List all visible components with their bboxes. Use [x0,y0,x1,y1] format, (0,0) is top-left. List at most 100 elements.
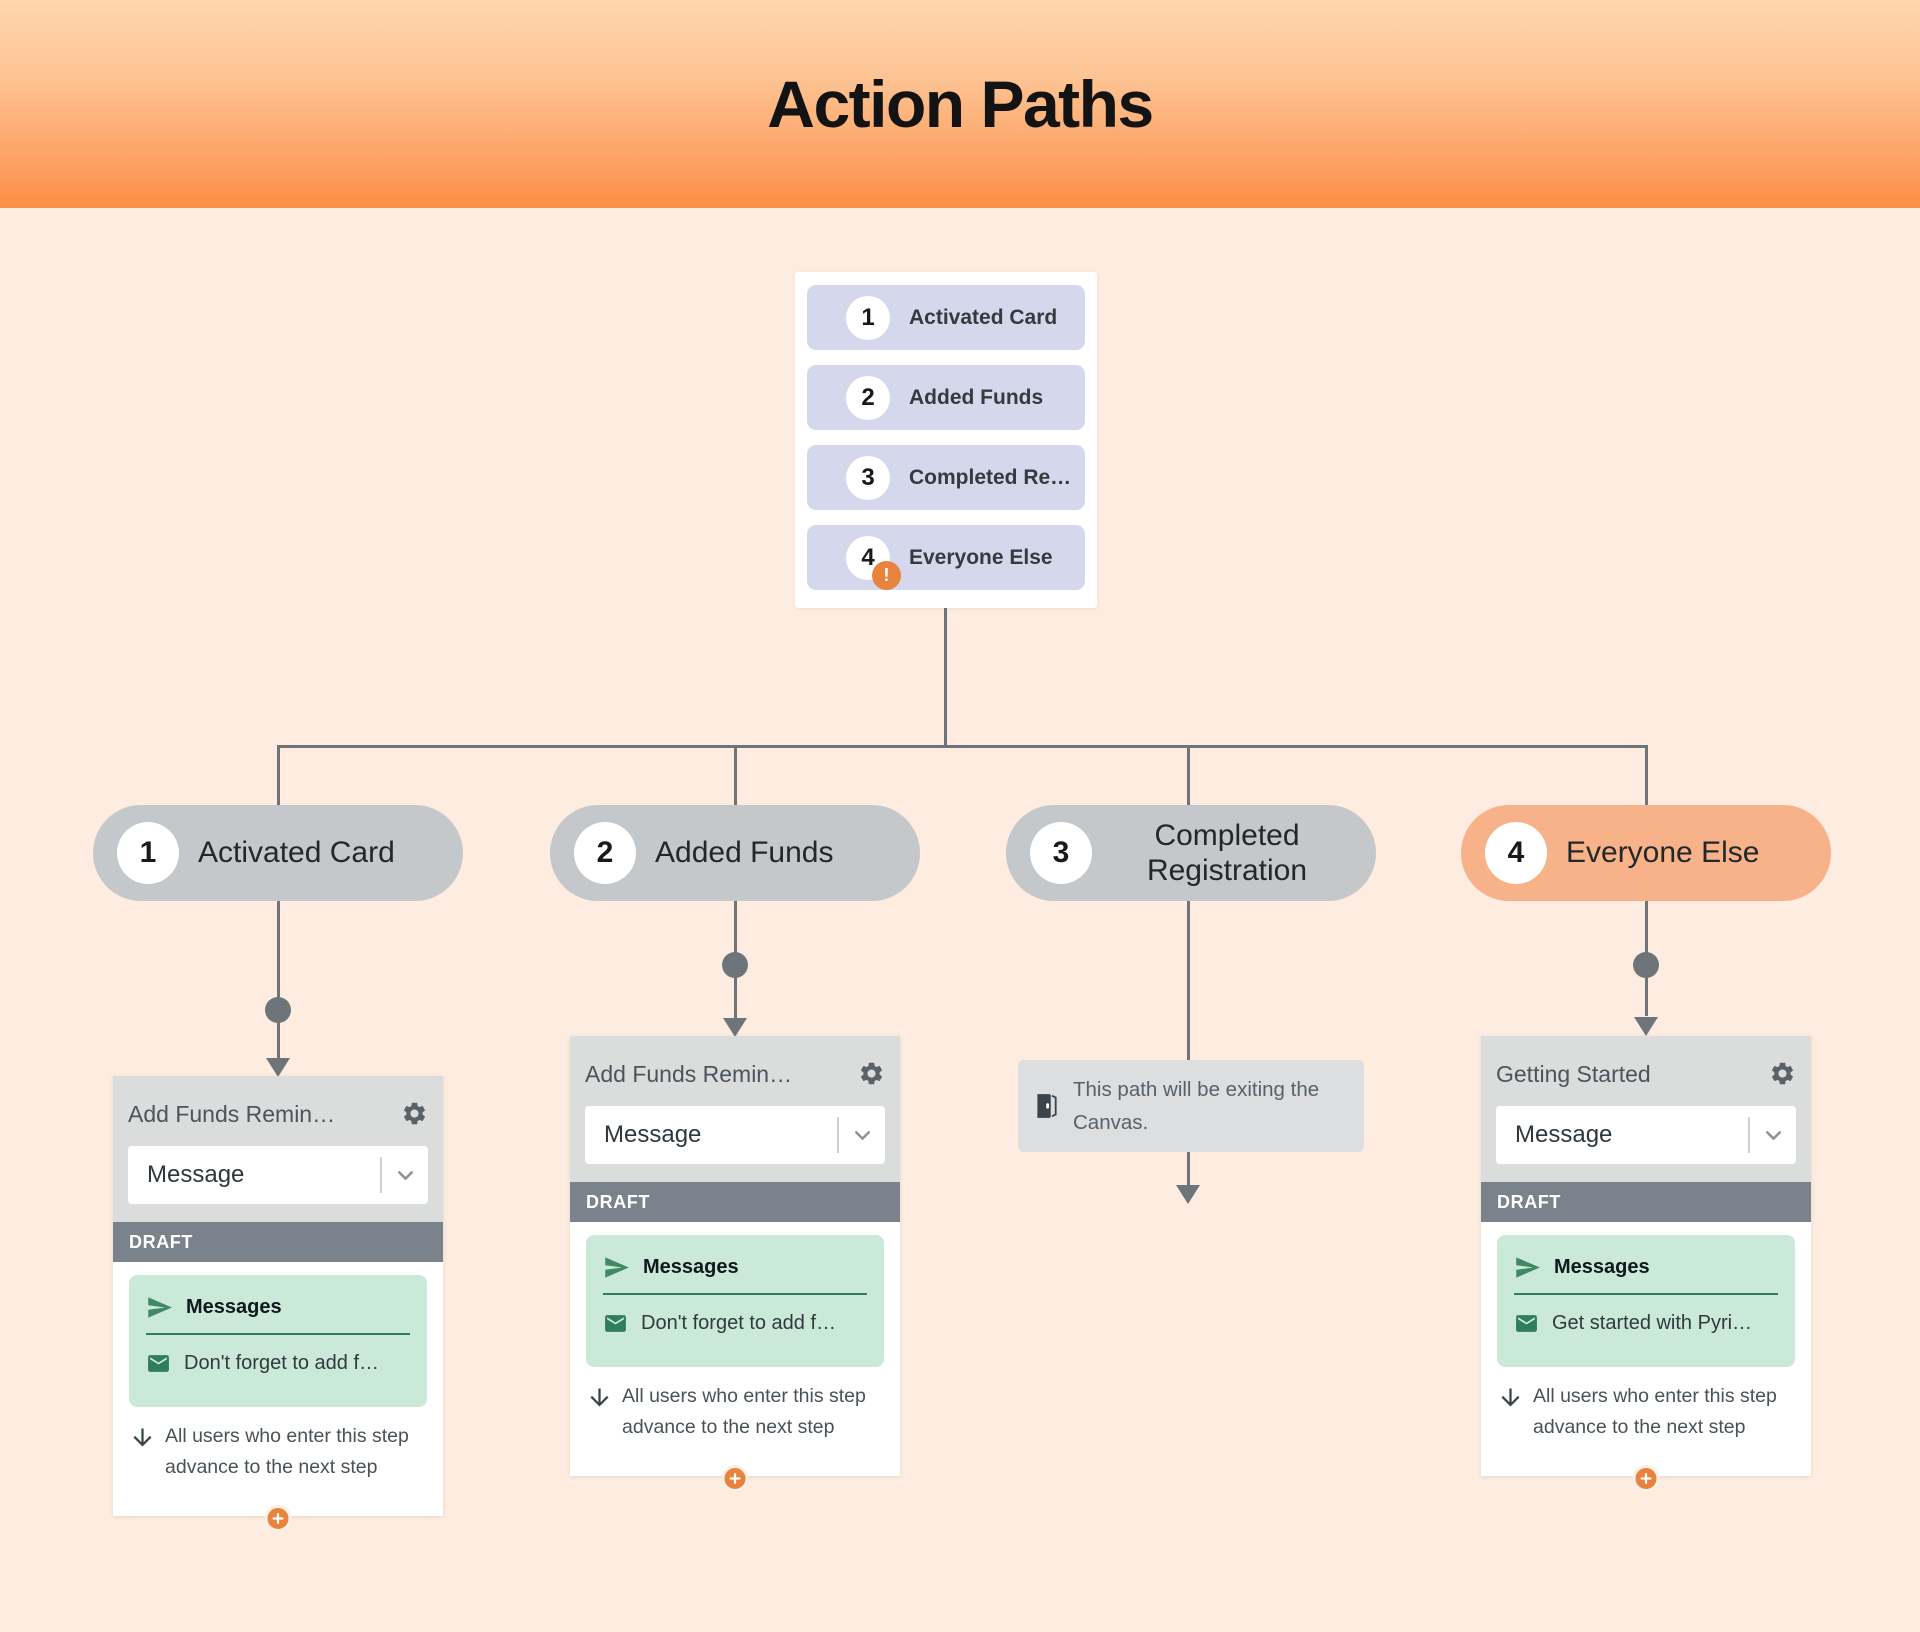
connector-dot [1633,952,1659,978]
advance-note: All users who enter this step advance to… [1533,1385,1777,1438]
envelope-icon [605,1314,626,1332]
paper-plane-icon [605,1256,629,1278]
step-card-title: Add Funds Remin… [128,1100,336,1127]
path-label: Activated Card [198,836,395,869]
step-card-body: Messages Don't forget to add f… All user… [570,1222,900,1443]
path-number-badge: 1 [117,822,179,884]
door-exit-icon [1037,1094,1057,1118]
step-card-header: Add Funds Remin… Message [570,1036,900,1182]
add-step-button[interactable] [264,1505,292,1532]
down-arrow-icon [133,1428,152,1447]
plus-icon [729,1473,741,1484]
path-number-badge: 2 [574,822,636,884]
chevron-down-icon [1750,1123,1796,1148]
gear-icon[interactable] [400,1100,428,1128]
paper-plane-icon [1516,1256,1540,1278]
plus-icon [1640,1473,1652,1484]
message-preview: Get started with Pyri… [1552,1311,1753,1334]
message-type-dropdown[interactable]: Message [128,1146,428,1204]
segment-row-everyone-else[interactable]: 4 ! Everyone Else [807,525,1085,590]
segment-label: Activated Card [909,305,1058,329]
segment-number-badge: 1 [846,295,890,340]
status-badge: DRAFT [1481,1182,1811,1222]
advance-note: All users who enter this step advance to… [165,1425,409,1478]
step-card-header: Add Funds Remin… Message [113,1076,443,1222]
segment-label: Added Funds [909,385,1044,409]
segment-number-badge: 3 [846,455,890,500]
divider [603,1293,867,1295]
add-step-button[interactable] [1632,1465,1660,1492]
messages-group-label: Messages [643,1255,739,1278]
step-card-header: Getting Started Message [1481,1036,1811,1182]
step-card-body: Messages Don't forget to add f… All user… [113,1262,443,1483]
divider [380,1157,382,1193]
message-type-dropdown[interactable]: Message [585,1106,885,1164]
header-banner: Action Paths [0,0,1920,208]
path-number-badge: 3 [1030,822,1092,884]
plus-icon [272,1513,284,1524]
dropdown-value: Message [1515,1121,1613,1148]
arrowhead-icon [266,1058,290,1077]
message-type-dropdown[interactable]: Message [1496,1106,1796,1164]
exit-note-text: This path will be exiting the Canvas. [1073,1078,1320,1134]
connector-line [1187,745,1190,1061]
paper-plane-icon [148,1296,172,1318]
path-pill-everyone-else[interactable]: 4 Everyone Else [1461,805,1831,901]
message-preview: Don't forget to add f… [641,1311,837,1334]
path-number-badge: 4 [1485,822,1547,884]
connector-line [1187,1152,1190,1185]
step-card-add-funds-reminder-2: Add Funds Remin… Message DRAFT Messages [570,1036,900,1492]
connector-line [944,607,947,747]
step-card-title: Add Funds Remin… [585,1060,793,1087]
warning-icon: ! [872,561,901,590]
dropdown-value: Message [147,1161,245,1188]
envelope-icon [148,1354,169,1372]
step-card-body: Messages Get started with Pyri… All user… [1481,1222,1811,1443]
dropdown-value: Message [604,1121,702,1148]
path-pill-completed-registration[interactable]: 3 Completed Registration [1006,805,1376,901]
advance-note: All users who enter this step advance to… [622,1385,866,1438]
messages-block[interactable]: Messages Don't forget to add f… [129,1275,427,1407]
segment-list-card: 1 Activated Card 2 Added Funds 3 Complet… [795,272,1097,608]
status-badge: DRAFT [570,1182,900,1222]
connector-dot [265,997,291,1023]
segment-row-completed-registration[interactable]: 3 Completed Re… [807,445,1085,510]
gear-icon[interactable] [1768,1060,1796,1088]
messages-group-label: Messages [186,1295,282,1318]
step-card-title: Getting Started [1496,1060,1651,1087]
messages-block[interactable]: Messages Don't forget to add f… [586,1235,884,1367]
down-arrow-icon [590,1388,609,1407]
segment-label: Everyone Else [909,545,1053,569]
segment-number-badge: 2 [846,375,890,420]
path-pill-added-funds[interactable]: 2 Added Funds [550,805,920,901]
divider [837,1117,839,1153]
chevron-down-icon [839,1123,885,1148]
canvas-exit-note: This path will be exiting the Canvas. [1018,1060,1364,1152]
divider [146,1333,410,1335]
message-preview: Don't forget to add f… [184,1351,380,1374]
step-card-add-funds-reminder-1: Add Funds Remin… Message DRAFT Messages [113,1076,443,1532]
step-card-getting-started: Getting Started Message DRAFT Messages [1481,1036,1811,1492]
page-title: Action Paths [767,67,1154,141]
messages-block[interactable]: Messages Get started with Pyri… [1497,1235,1795,1367]
messages-group-label: Messages [1554,1255,1650,1278]
add-step-button[interactable] [721,1465,749,1492]
segment-row-activated-card[interactable]: 1 Activated Card [807,285,1085,350]
path-label: Everyone Else [1566,836,1760,869]
path-label: Completed Registration [1146,819,1308,887]
segment-label: Completed Re… [909,465,1072,489]
down-arrow-icon [1501,1388,1520,1407]
status-badge: DRAFT [113,1222,443,1262]
divider [1514,1293,1778,1295]
connector-dot [722,952,748,978]
gear-icon[interactable] [857,1060,885,1088]
path-pill-activated-card[interactable]: 1 Activated Card [93,805,463,901]
connector-line [277,745,1648,748]
divider [1748,1117,1750,1153]
arrowhead-icon [1176,1185,1200,1204]
arrowhead-icon [1634,1017,1658,1036]
segment-row-added-funds[interactable]: 2 Added Funds [807,365,1085,430]
connector-line [277,745,280,1058]
chevron-down-icon [382,1163,428,1188]
